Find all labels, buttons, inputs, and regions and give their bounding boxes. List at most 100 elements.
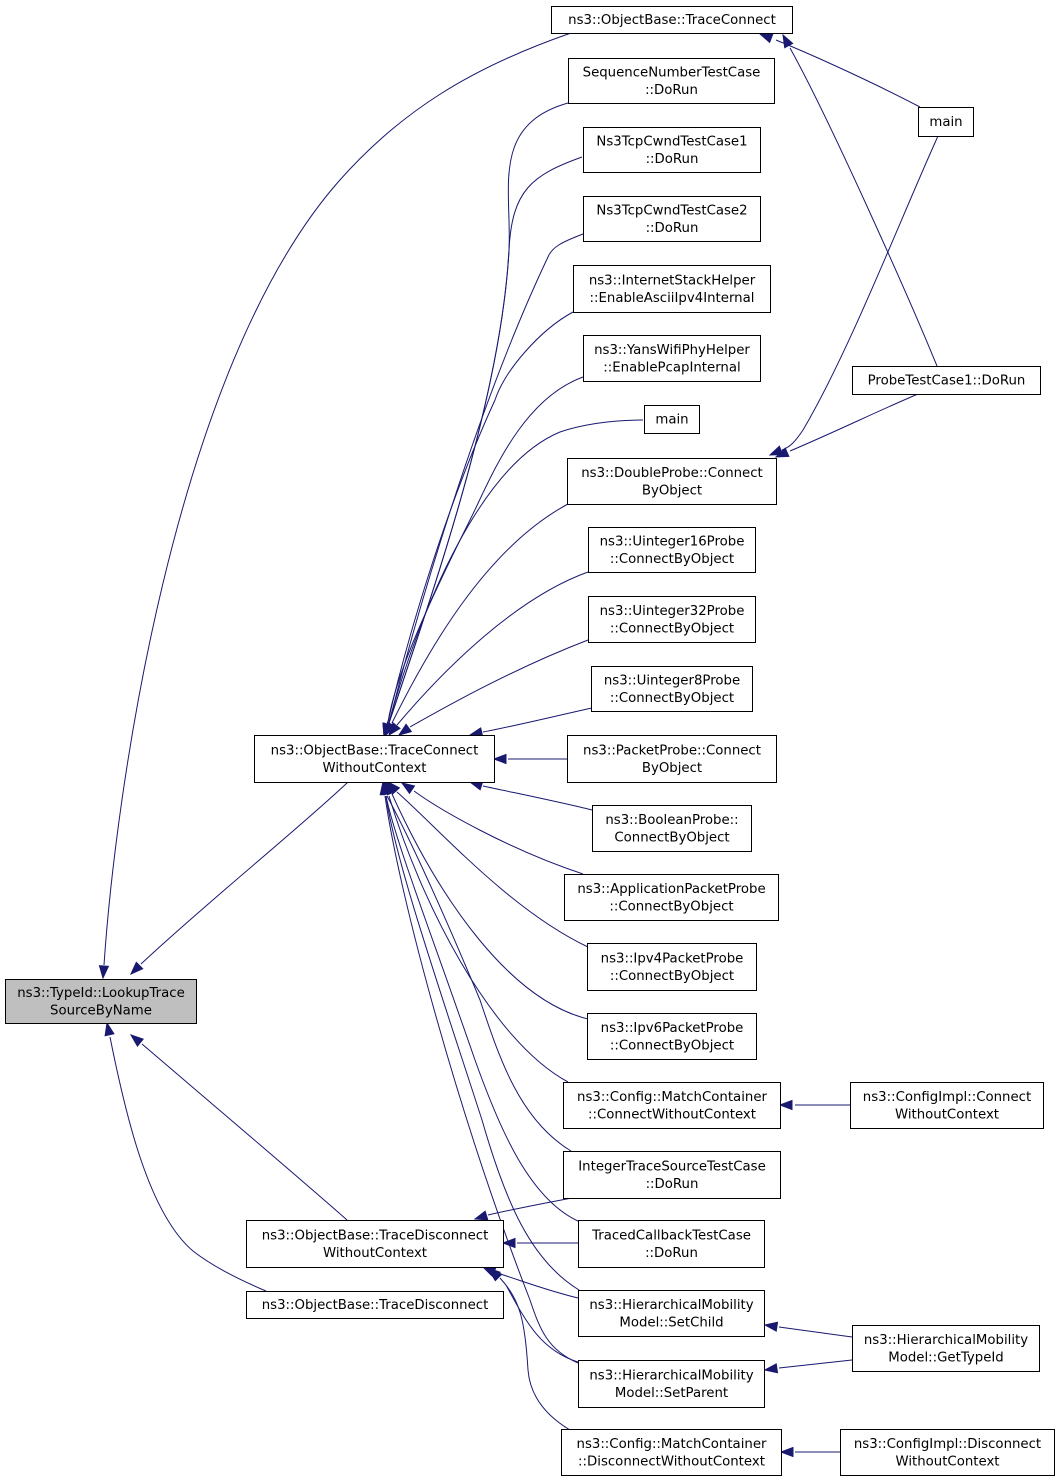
edge-mcc-to-tcwc [383, 780, 569, 1083]
edge-line [396, 791, 589, 948]
edge-line [384, 795, 579, 1364]
edge-line [413, 790, 584, 875]
node-its[interactable]: IntegerTraceSourceTestCase::DoRun [563, 1151, 781, 1199]
edge-line [388, 795, 569, 1083]
edge-arrowhead [774, 447, 790, 458]
node-seq[interactable]: SequenceNumberTestCase::DoRun [568, 58, 775, 104]
node-label: ns3::YansWifiPhyHelper [594, 343, 750, 358]
edge-app-to-tcwc [400, 782, 584, 875]
edge-arrowhead [104, 1021, 115, 1037]
node-box [918, 107, 974, 137]
node-mcc[interactable]: ns3::Config::MatchContainer::ConnectWith… [563, 1082, 781, 1129]
edge-line [388, 419, 644, 723]
node-yans[interactable]: ns3::YansWifiPhyHelper::EnablePcapIntern… [583, 335, 761, 382]
node-cid[interactable]: ns3::ConfigImpl::DisconnectWithoutContex… [840, 1429, 1055, 1476]
edge-probe1-to-tc [782, 33, 938, 367]
edge-arrowhead [400, 782, 416, 795]
edge-u16-to-tcwc [388, 571, 589, 737]
node-main1[interactable]: main [918, 107, 974, 137]
node-label: TracedCallbackTestCase [591, 1228, 751, 1243]
edge-arrowhead [379, 780, 390, 796]
edge-arrowhead [388, 721, 401, 737]
node-box [583, 335, 761, 382]
node-main2[interactable]: main [644, 405, 700, 434]
node-box [551, 6, 793, 34]
node-u16[interactable]: ns3::Uinteger16Probe::ConnectByObject [588, 527, 756, 573]
edge-arrowhead [129, 961, 144, 976]
node-probe1[interactable]: ProbeTestCase1::DoRun [852, 366, 1041, 395]
edge-hmt-to-hmc [763, 1321, 853, 1338]
node-label: ::EnablePcapInternal [603, 360, 740, 375]
node-label: ::DoRun [646, 152, 699, 167]
node-label: ns3::ApplicationPacketProbe [577, 882, 765, 897]
node-app[interactable]: ns3::ApplicationPacketProbe::ConnectByOb… [564, 874, 779, 921]
node-label: ns3::HierarchicalMobility [864, 1333, 1028, 1348]
node-hmp[interactable]: ns3::HierarchicalMobilityModel::SetParen… [578, 1360, 765, 1408]
node-label: Model::SetParent [615, 1386, 728, 1401]
node-bool[interactable]: ns3::BooleanProbe::ConnectByObject [592, 805, 752, 852]
edge-arrowhead [98, 965, 110, 980]
edge-line [499, 1277, 571, 1431]
node-tc[interactable]: ns3::ObjectBase::TraceConnect [551, 6, 793, 34]
node-label: ::DisconnectWithoutContext [578, 1454, 765, 1469]
node-label: ::ConnectWithoutContext [588, 1107, 756, 1122]
edge-line [775, 39, 921, 108]
node-tcwc[interactable]: ns3::ObjectBase::TraceConnectWithoutCont… [254, 735, 495, 783]
edge-line [141, 1043, 348, 1221]
edge-line [387, 376, 584, 723]
node-cic[interactable]: ns3::ConfigImpl::ConnectWithoutContext [850, 1082, 1044, 1129]
node-label: ns3::PacketProbe::Connect [583, 743, 761, 758]
node-box [583, 196, 761, 242]
node-box [5, 979, 197, 1024]
node-cwnd2[interactable]: Ns3TcpCwndTestCase2::DoRun [583, 196, 761, 242]
node-u8[interactable]: ns3::Uinteger8Probe::ConnectByObject [591, 666, 753, 712]
node-td[interactable]: ns3::ObjectBase::TraceDisconnect [246, 1291, 504, 1319]
edge-hmp-to-tcwc [379, 780, 579, 1364]
node-label: ns3::Uinteger32Probe [600, 604, 745, 619]
node-dbl[interactable]: ns3::DoubleProbe::ConnectByObject [567, 458, 777, 505]
edge-line [396, 571, 589, 726]
node-hmt[interactable]: ns3::HierarchicalMobilityModel::GetTypeI… [852, 1325, 1040, 1372]
edge-tdwc-to-lookup [129, 1034, 348, 1221]
edge-arrowhead [778, 1099, 793, 1111]
node-label: Ns3TcpCwndTestCase2 [596, 203, 747, 218]
node-ipv4[interactable]: ns3::Ipv4PacketProbe::ConnectByObject [587, 943, 757, 991]
node-label: ns3::ObjectBase::TraceConnect [568, 13, 776, 28]
node-label: main [929, 115, 962, 130]
edge-bool-to-tcwc [468, 780, 593, 811]
node-label: ns3::ConfigImpl::Disconnect [854, 1437, 1041, 1452]
edge-arrowhead [758, 33, 774, 44]
edge-line [109, 1036, 267, 1292]
edge-ipv6-to-tcwc [386, 780, 589, 1020]
node-box [583, 127, 761, 173]
node-box [852, 1325, 1040, 1372]
edge-line [789, 393, 919, 452]
node-label: SequenceNumberTestCase [583, 65, 761, 80]
node-inet[interactable]: ns3::InternetStackHelper::EnableAsciiIpv… [573, 265, 771, 313]
node-box [850, 1082, 1044, 1129]
node-label: WithoutContext [323, 1246, 427, 1261]
node-label: ns3::ConfigImpl::Connect [863, 1090, 1031, 1105]
edge-arrowhead [763, 1363, 779, 1374]
node-box [840, 1429, 1055, 1476]
edge-cwnd1-to-tcwc [383, 156, 583, 738]
edge-u8-to-tcwc [468, 707, 593, 738]
node-label: ns3::Ipv4PacketProbe [601, 951, 744, 966]
node-label: ::ConnectByObject [610, 969, 734, 984]
node-tdwc[interactable]: ns3::ObjectBase::TraceDisconnectWithoutC… [246, 1220, 504, 1268]
node-label: ns3::DoubleProbe::Connect [581, 466, 763, 481]
node-ipv6[interactable]: ns3::Ipv6PacketProbe::ConnectByObject [587, 1013, 757, 1060]
edge-line [385, 795, 580, 1291]
node-cwnd1[interactable]: Ns3TcpCwndTestCase1::DoRun [583, 127, 761, 173]
node-label: ns3::BooleanProbe:: [605, 813, 738, 828]
node-pkt[interactable]: ns3::PacketProbe::ConnectByObject [567, 735, 777, 783]
node-label: ByObject [642, 761, 702, 776]
node-mcd[interactable]: ns3::Config::MatchContainer::DisconnectW… [561, 1429, 782, 1476]
edge-arrowhead [763, 1321, 779, 1332]
node-label: ::DoRun [646, 1177, 699, 1192]
edge-u32-to-tcwc [397, 639, 589, 736]
node-u32[interactable]: ns3::Uinteger32Probe::ConnectByObject [588, 596, 756, 643]
node-tcb[interactable]: TracedCallbackTestCase::DoRun [578, 1220, 765, 1268]
